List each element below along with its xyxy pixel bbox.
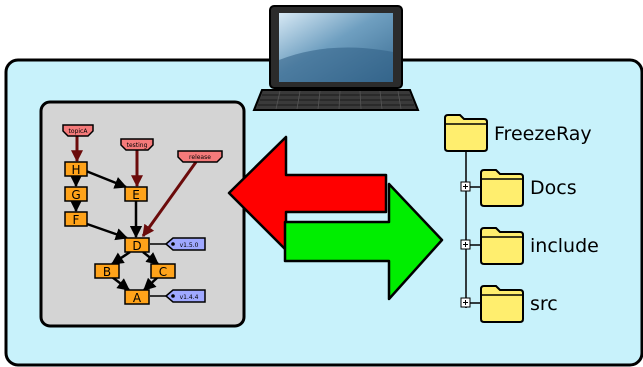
green-right-arrow bbox=[283, 182, 444, 301]
branch-label-text: topicA bbox=[69, 128, 89, 135]
folder-icon bbox=[480, 169, 524, 207]
commit-label: F bbox=[73, 213, 80, 227]
commit-D: D bbox=[124, 237, 150, 253]
git-graph: topicA testing release H G F E D bbox=[39, 100, 246, 328]
tree-item-include[interactable]: include bbox=[480, 227, 599, 265]
expand-toggle-src[interactable] bbox=[460, 297, 471, 308]
branch-label-text: testing bbox=[127, 142, 148, 149]
commit-A: A bbox=[124, 289, 150, 305]
tag-v1.4.4: v1.4.4 bbox=[164, 289, 206, 303]
tree-item-label: src bbox=[530, 293, 558, 315]
commit-label: H bbox=[71, 163, 80, 177]
tree-item-label: include bbox=[530, 235, 599, 257]
commit-label: B bbox=[103, 265, 111, 279]
tag-v1.5.0: v1.5.0 bbox=[164, 237, 206, 251]
tree-item-label: Docs bbox=[530, 177, 577, 199]
commit-G: G bbox=[64, 186, 88, 202]
branch-label-text: release bbox=[189, 154, 211, 161]
commit-label: G bbox=[71, 188, 80, 202]
tree-item-label: FreezeRay bbox=[494, 123, 592, 145]
laptop-icon bbox=[252, 5, 420, 111]
commit-E: E bbox=[124, 186, 148, 202]
expand-toggle-include[interactable] bbox=[460, 239, 471, 250]
commit-label: A bbox=[133, 291, 142, 305]
tree-item-docs[interactable]: Docs bbox=[480, 169, 577, 207]
expand-toggle-docs[interactable] bbox=[460, 181, 471, 192]
commit-label: C bbox=[159, 265, 167, 279]
commit-label: E bbox=[132, 188, 140, 202]
tag-label: v1.4.4 bbox=[180, 294, 199, 301]
commit-label: D bbox=[132, 239, 141, 253]
commit-C: C bbox=[150, 263, 176, 279]
commit-B: B bbox=[94, 263, 120, 279]
tree-item-freezeray[interactable]: FreezeRay bbox=[444, 114, 592, 152]
commit-F: F bbox=[64, 211, 88, 227]
tag-label: v1.5.0 bbox=[180, 242, 199, 249]
folder-icon bbox=[480, 227, 524, 265]
folder-icon bbox=[480, 285, 524, 323]
folder-icon bbox=[444, 114, 488, 152]
folder-tree: FreezeRay Docs include src bbox=[444, 114, 599, 323]
branch-label-testing: testing bbox=[120, 138, 154, 151]
branch-label-topicA: topicA bbox=[62, 124, 94, 137]
branch-label-release: release bbox=[177, 150, 223, 163]
commit-H: H bbox=[64, 161, 88, 177]
tree-item-src[interactable]: src bbox=[480, 285, 558, 323]
